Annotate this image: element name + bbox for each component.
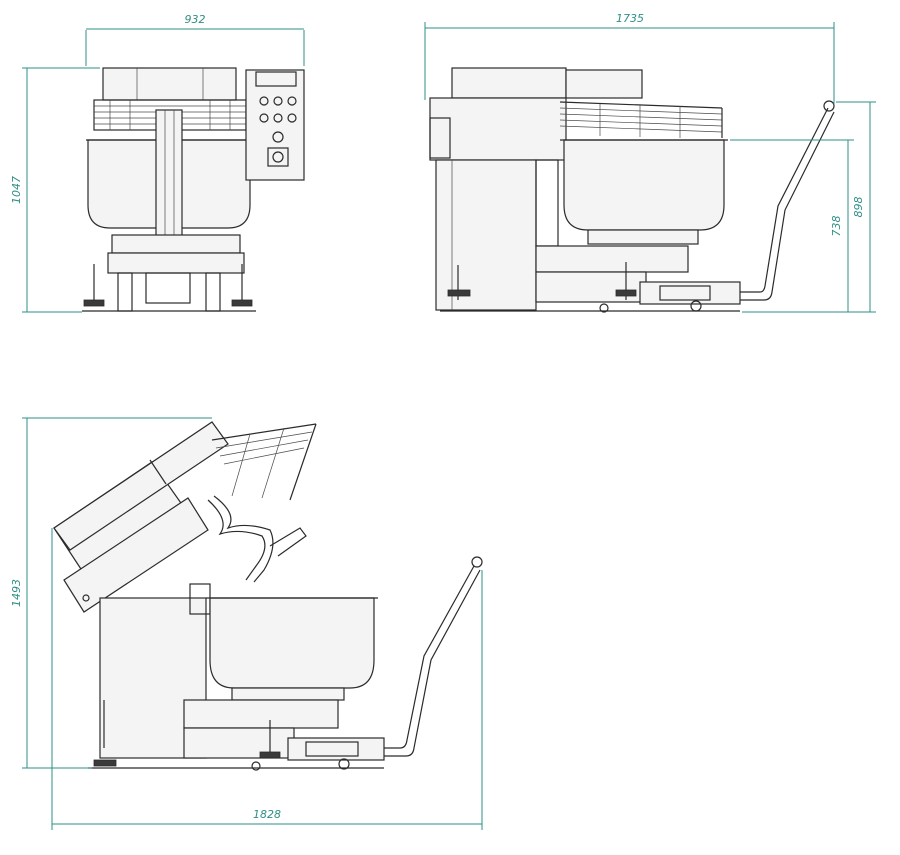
tilted-view xyxy=(53,421,483,771)
tilted-handle[interactable] xyxy=(384,565,475,749)
side-length-label: 1735 xyxy=(616,12,644,25)
side-handle[interactable] xyxy=(740,107,829,293)
front-height-label: 1047 xyxy=(10,176,23,204)
side-bowl-height-label: 738 xyxy=(830,216,843,237)
side-guard-grid xyxy=(559,101,723,138)
side-handle-knob[interactable] xyxy=(823,100,835,112)
side-view xyxy=(429,67,835,313)
front-view xyxy=(82,67,305,312)
side-head xyxy=(429,97,567,161)
side-dimensions: 1735 898 738 xyxy=(424,12,876,313)
front-top-cover xyxy=(102,67,237,101)
side-body xyxy=(435,159,537,311)
side-handle-height-label: 898 xyxy=(852,197,865,218)
side-trolley xyxy=(599,281,741,313)
tilted-head xyxy=(53,421,229,613)
front-base xyxy=(82,234,256,312)
front-control-panel xyxy=(245,69,305,181)
side-bowl xyxy=(563,139,725,231)
tilted-guard-grid xyxy=(211,423,317,501)
tilted-trolley xyxy=(251,737,385,771)
tilted-dimensions: 1493 1828 xyxy=(10,417,483,830)
tilted-spiral-hook xyxy=(207,499,266,581)
front-dimensions: 932 1047 xyxy=(10,13,305,313)
tilted-height-label: 1493 xyxy=(10,579,23,607)
tilted-handle-knob[interactable] xyxy=(471,556,483,568)
side-top-cover xyxy=(451,67,567,99)
tilted-bowl xyxy=(209,597,375,689)
front-width-label: 932 xyxy=(185,13,206,26)
tilted-length-label: 1828 xyxy=(253,808,281,821)
